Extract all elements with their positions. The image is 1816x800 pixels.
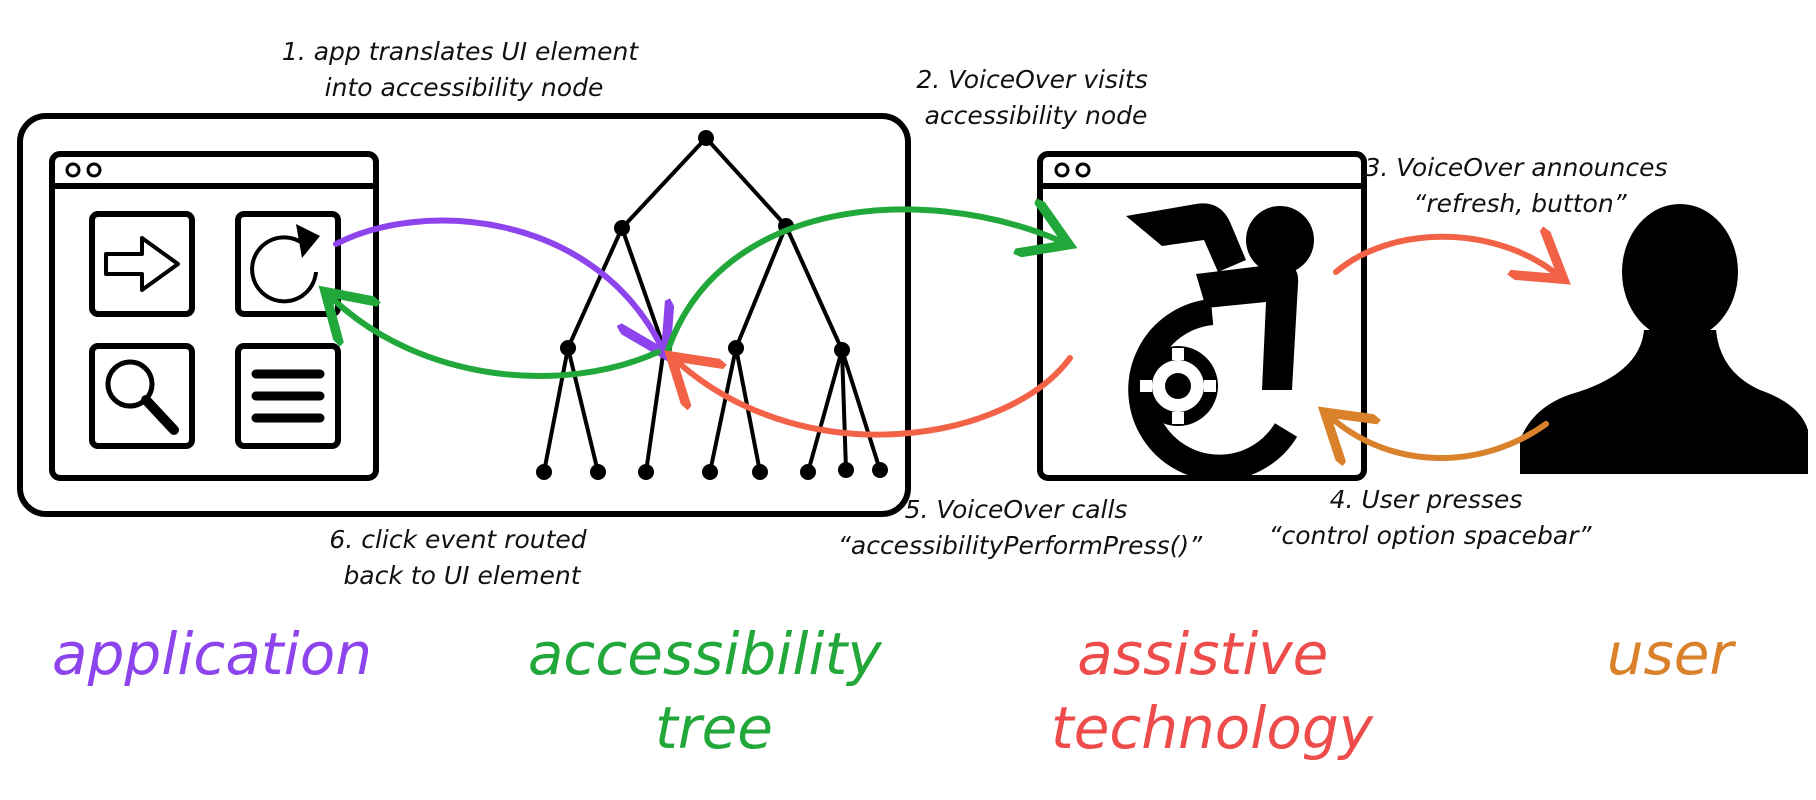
tree-node	[638, 464, 654, 480]
person-silhouette-icon	[1520, 204, 1808, 474]
step1-line2: into accessibility node	[325, 73, 604, 102]
refresh-icon	[250, 235, 318, 304]
window-dot	[1075, 162, 1091, 178]
window-dot	[65, 162, 81, 178]
search-icon	[105, 359, 179, 435]
arrow-step2-green	[665, 209, 1058, 353]
label-accessibility-tree-line1: accessibility	[528, 620, 882, 688]
step4-text: 4. User presses “control option spacebar…	[1269, 485, 1593, 550]
step1-text: 1. app translates UI element into access…	[282, 37, 646, 102]
tree-node	[614, 220, 630, 236]
assistive-technology-window	[1037, 151, 1367, 481]
step5-line1: 5. VoiceOver calls	[905, 495, 1128, 524]
step6-line1: 6. click event routed	[329, 525, 586, 554]
step3-text: 3. VoiceOver announces “refresh, button”	[1365, 153, 1676, 218]
wheelchair-gear-icon	[1126, 203, 1314, 481]
step2-text: 2. VoiceOver visits accessibility node	[916, 65, 1155, 130]
step2-line1: 2. VoiceOver visits	[916, 65, 1147, 94]
arrow-step5-red	[680, 358, 1073, 438]
app-tree-frame	[17, 113, 911, 517]
accessibility-tree	[536, 130, 888, 480]
label-accessibility-tree-line2: tree	[655, 694, 773, 762]
tree-node	[838, 462, 854, 478]
tree-node	[872, 462, 888, 478]
tree-node	[698, 130, 714, 146]
tree-node	[536, 464, 552, 480]
label-application: application	[52, 620, 372, 688]
tree-node	[560, 340, 576, 356]
label-user: user	[1607, 620, 1737, 688]
step6-line2: back to UI element	[343, 561, 581, 590]
step2-line2: accessibility node	[925, 101, 1148, 130]
tree-node	[590, 464, 606, 480]
tree-node	[752, 464, 768, 480]
menu-icon	[251, 369, 325, 423]
arrow-button[interactable]	[89, 211, 195, 317]
window-dot	[1054, 162, 1070, 178]
step3-line1: 3. VoiceOver announces	[1365, 153, 1668, 182]
step4-line2: “control option spacebar”	[1269, 521, 1593, 550]
step5-line2: “accessibilityPerformPress()”	[838, 531, 1203, 560]
refresh-button[interactable]	[235, 211, 341, 317]
label-assistive-technology-line1: assistive	[1077, 620, 1328, 688]
label-assistive-technology-line2: technology	[1051, 694, 1374, 762]
arrow-right-icon	[104, 236, 180, 292]
step3-line2: “refresh, button”	[1413, 189, 1627, 218]
arrow-step1-purple	[333, 217, 660, 344]
tree-node	[702, 464, 718, 480]
search-button[interactable]	[89, 343, 195, 449]
tree-node	[800, 464, 816, 480]
step4-line1: 4. User presses	[1330, 485, 1523, 514]
tree-node	[834, 342, 850, 358]
arrow-step3-red	[1333, 237, 1554, 272]
menu-button[interactable]	[235, 343, 341, 449]
label-accessibility-tree: accessibility tree	[528, 620, 900, 762]
application-window	[49, 151, 379, 481]
step1-line1: 1. app translates UI element	[282, 37, 639, 66]
step6-text: 6. click event routed back to UI element	[329, 525, 594, 590]
label-assistive-technology: assistive technology	[1051, 620, 1374, 762]
arrow-step6-green	[334, 300, 661, 379]
step5-text: 5. VoiceOver calls “accessibilityPerform…	[838, 495, 1203, 560]
window-dot	[86, 162, 102, 178]
arrow-step4-orange	[1334, 420, 1549, 458]
refresh-arrowhead	[296, 224, 320, 258]
tree-node	[728, 340, 744, 356]
